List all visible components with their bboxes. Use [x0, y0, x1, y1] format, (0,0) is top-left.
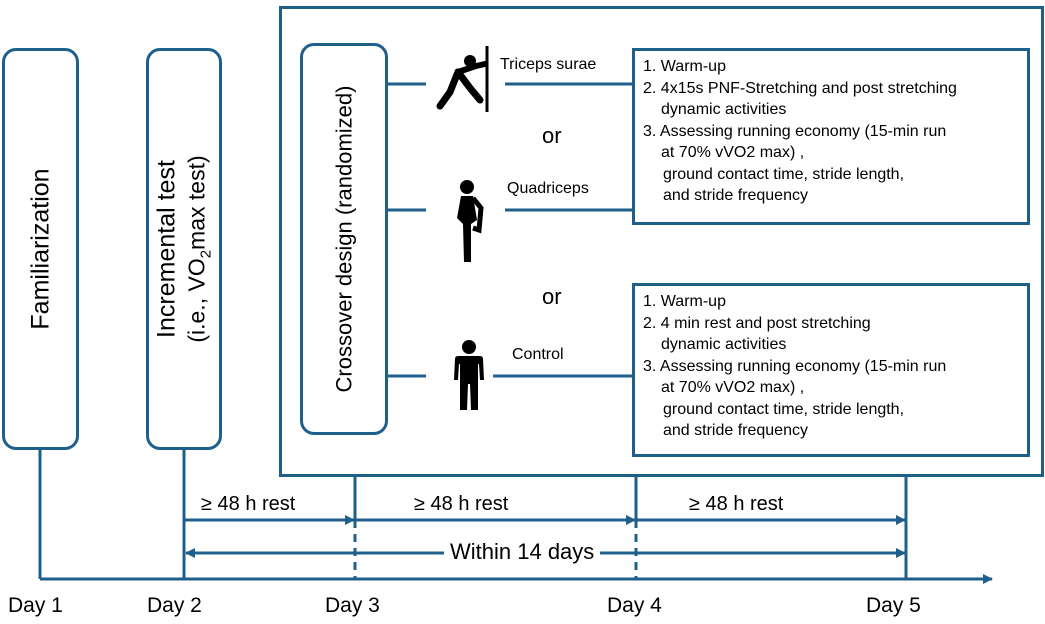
stretch-step3-cont2: ground contact time, stride length, [663, 165, 905, 183]
stretch-step3: 3. Assessing running economy (15-min run [643, 122, 947, 140]
stretching-quadriceps-icon [457, 180, 484, 262]
control-step2: 2. 4 min rest and post stretching [643, 314, 871, 332]
day3-label: Day 3 [325, 594, 380, 617]
quadriceps-label: Quadriceps [507, 180, 589, 197]
incremental-line2-post: max test) [183, 155, 210, 250]
vo2-subscript: 2 [197, 249, 215, 259]
day5-label: Day 5 [866, 594, 921, 617]
day1-label: Day 1 [8, 594, 63, 617]
stretch-step3-cont1: at 70% vVO2 max) , [661, 144, 805, 161]
or-label-1: or [542, 123, 562, 148]
stretch-step2-cont: dynamic activities [661, 101, 787, 118]
day4-label: Day 4 [607, 594, 662, 617]
incremental-test-label: Incremental test (i.e., VO2max test) [152, 155, 217, 342]
familiarization-label: Familiarization [25, 168, 54, 330]
triceps-surae-label: Triceps surae [500, 56, 597, 73]
control-step1: 1. Warm-up [643, 293, 726, 310]
rest-label-3: ≥ 48 h rest [689, 493, 784, 515]
protocol-box-stretching: 1. Warm-up 2. 4x15s PNF-Stretching and p… [632, 48, 1030, 225]
incremental-line2: (i.e., VO2max test) [183, 155, 216, 342]
stretch-step3-cont3: and stride frequency [663, 187, 808, 204]
day2-label: Day 2 [147, 594, 202, 617]
incremental-line1: Incremental test [152, 160, 181, 338]
stretch-step2: 2. 4x15s PNF-Stretching and post stretch… [643, 79, 957, 97]
rest-label-2: ≥ 48 h rest [414, 493, 509, 515]
rest-label-1: ≥ 48 h rest [201, 493, 296, 515]
familiarization-box: Familiarization [2, 48, 79, 450]
crossover-frame [279, 6, 1044, 477]
stretch-step1: 1. Warm-up [643, 58, 726, 75]
control-step3-cont3: and stride frequency [663, 422, 808, 439]
standing-person-icon [454, 340, 484, 410]
crossover-label: Crossover design (randomized) [331, 85, 357, 393]
control-step3-cont2: ground contact time, stride length, [663, 400, 905, 418]
protocol-box-control: 1. Warm-up 2. 4 min rest and post stretc… [632, 283, 1030, 457]
stretching-triceps-icon [436, 46, 489, 112]
within-14-days-label: Within 14 days [444, 539, 601, 565]
control-label: Control [512, 346, 564, 363]
incremental-line2-pre: (i.e., VO [183, 258, 210, 343]
incremental-test-box: Incremental test (i.e., VO2max test) [146, 48, 222, 450]
control-step2-cont: dynamic activities [661, 336, 787, 353]
or-label-2: or [542, 284, 562, 309]
crossover-box: Crossover design (randomized) [300, 43, 388, 435]
control-step3: 3. Assessing running economy (15-min run [643, 357, 947, 375]
control-step3-cont1: at 70% vVO2 max) , [661, 379, 805, 396]
